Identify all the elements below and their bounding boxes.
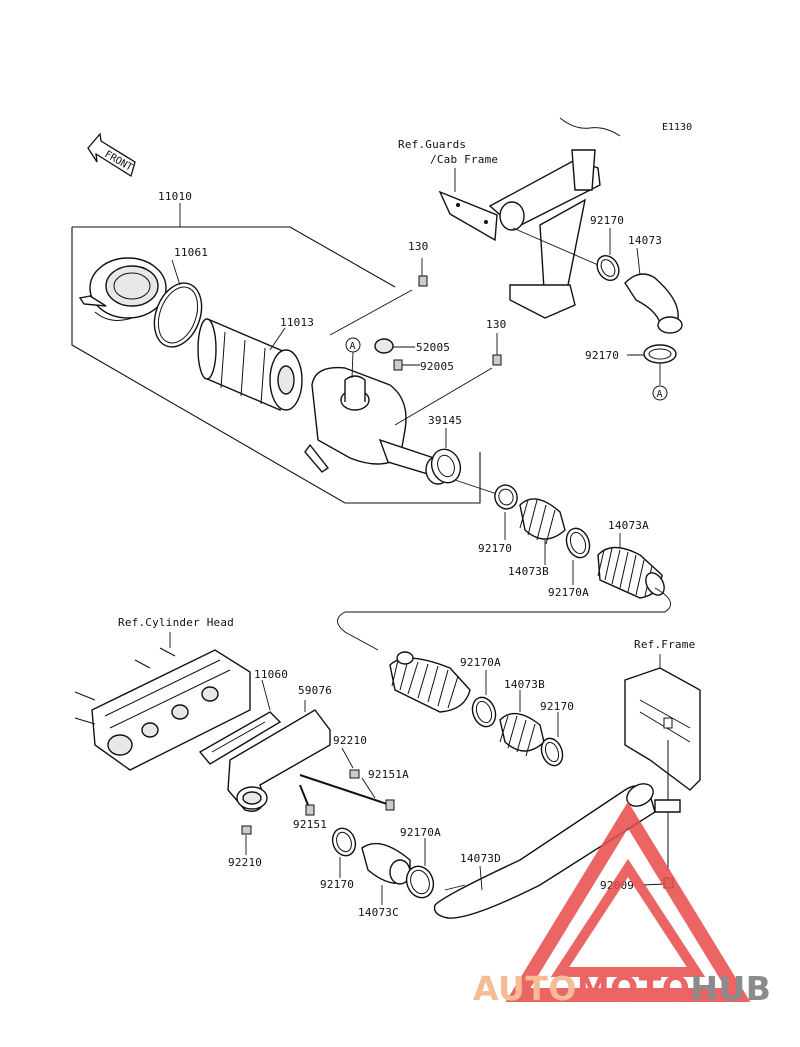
diagram-code: E1130: [662, 122, 692, 133]
cylinder-head: [74, 647, 251, 771]
label-14073C: 14073C: [358, 906, 399, 919]
label-14073B-low: 14073B: [504, 678, 545, 691]
hose-14073C: [361, 842, 411, 905]
label-14073B-mid: 14073B: [508, 565, 549, 578]
stud-92151A: [299, 774, 395, 811]
label-92170-bot: 92170: [320, 878, 354, 891]
bellows-14073B-low: [499, 690, 545, 757]
clamp-92170A-bot: [405, 838, 435, 899]
front-arrow-icon: FRONT: [87, 132, 136, 178]
ref-guards-label: Ref.Guards: [398, 138, 466, 151]
air-filter-element: [197, 318, 303, 412]
air-cleaner-cap: [78, 257, 167, 321]
cab-frame-structure: [438, 117, 621, 319]
label-11061: 11061: [174, 246, 208, 259]
watermark-auto: AUTO: [473, 969, 577, 1008]
watermark-logo: AUTOMOTOHUB: [473, 801, 771, 1008]
air-cleaner-frame: [71, 203, 481, 504]
manifold-59076: [227, 700, 331, 812]
watermark-hub: HUB: [690, 969, 771, 1008]
label-52005: 52005: [416, 341, 450, 354]
cap-52005: [374, 338, 415, 354]
label-11013: 11013: [280, 316, 314, 329]
label-92170-top: 92170: [590, 214, 624, 227]
gasket-11060: [198, 679, 282, 765]
label-14073A: 14073A: [608, 519, 649, 532]
frame-structure: [624, 667, 701, 870]
label-92151: 92151: [293, 818, 327, 831]
bellows-14073A: [597, 533, 665, 599]
clamp-92170A-mid: [565, 527, 591, 585]
pipe-14073D: [433, 783, 656, 919]
callout-a-hose: A: [657, 389, 663, 400]
stud-92151: [299, 784, 315, 816]
bolt-130-b: [394, 333, 502, 426]
label-130-b: 130: [486, 318, 506, 331]
label-11060: 11060: [254, 668, 288, 681]
label-92170A-mid: 92170A: [548, 586, 589, 599]
label-92210-a: 92210: [333, 734, 367, 747]
hose-break-line: [337, 587, 672, 651]
ref-frame-label: Ref.Frame: [634, 638, 695, 651]
label-92170A-low: 92170A: [460, 656, 501, 669]
clamp-92170-low: [540, 712, 564, 767]
label-59076: 59076: [298, 684, 332, 697]
clamp-92170A-low: [471, 670, 497, 728]
clamp-92170-a: A: [627, 344, 677, 401]
clamp-92170-bot: [331, 827, 357, 878]
bellows-14073B-mid: [519, 498, 566, 565]
svg-text:AUTOMOTOHUB: AUTOMOTOHUB: [473, 969, 771, 1008]
hose-14073: [624, 247, 683, 334]
bellows-lower: [389, 651, 471, 713]
nut-92210-a: [341, 747, 360, 779]
label-92151A: 92151A: [368, 768, 409, 781]
ref-cylinder-head-label: Ref.Cylinder Head: [118, 616, 234, 629]
label-130-a: 130: [408, 240, 428, 253]
air-cleaner-housing: [304, 366, 451, 485]
label-92005: 92005: [420, 360, 454, 373]
valve-92005: [393, 359, 420, 371]
clamp-92170-mid: [494, 484, 518, 540]
watermark-moto: MOTO: [577, 969, 690, 1008]
clamp-92170-top: [596, 228, 620, 282]
label-92170A-bot: 92170A: [400, 826, 441, 839]
label-39145: 39145: [428, 414, 462, 427]
label-92170-a: 92170: [585, 349, 619, 362]
label-11010: 11010: [158, 190, 192, 203]
ref-cab-frame-label: /Cab Frame: [430, 153, 498, 166]
ring-39145: [430, 428, 462, 484]
label-92210-b: 92210: [228, 856, 262, 869]
label-14073D: 14073D: [460, 852, 501, 865]
nut-92210-b: [241, 825, 252, 855]
bolt-130-a: [329, 258, 428, 336]
callout-a-housing: A: [345, 337, 361, 379]
label-92170-low: 92170: [540, 700, 574, 713]
o-ring-11061: [153, 282, 203, 348]
svg-text:A: A: [350, 341, 356, 352]
label-92170-mid: 92170: [478, 542, 512, 555]
label-14073: 14073: [628, 234, 662, 247]
